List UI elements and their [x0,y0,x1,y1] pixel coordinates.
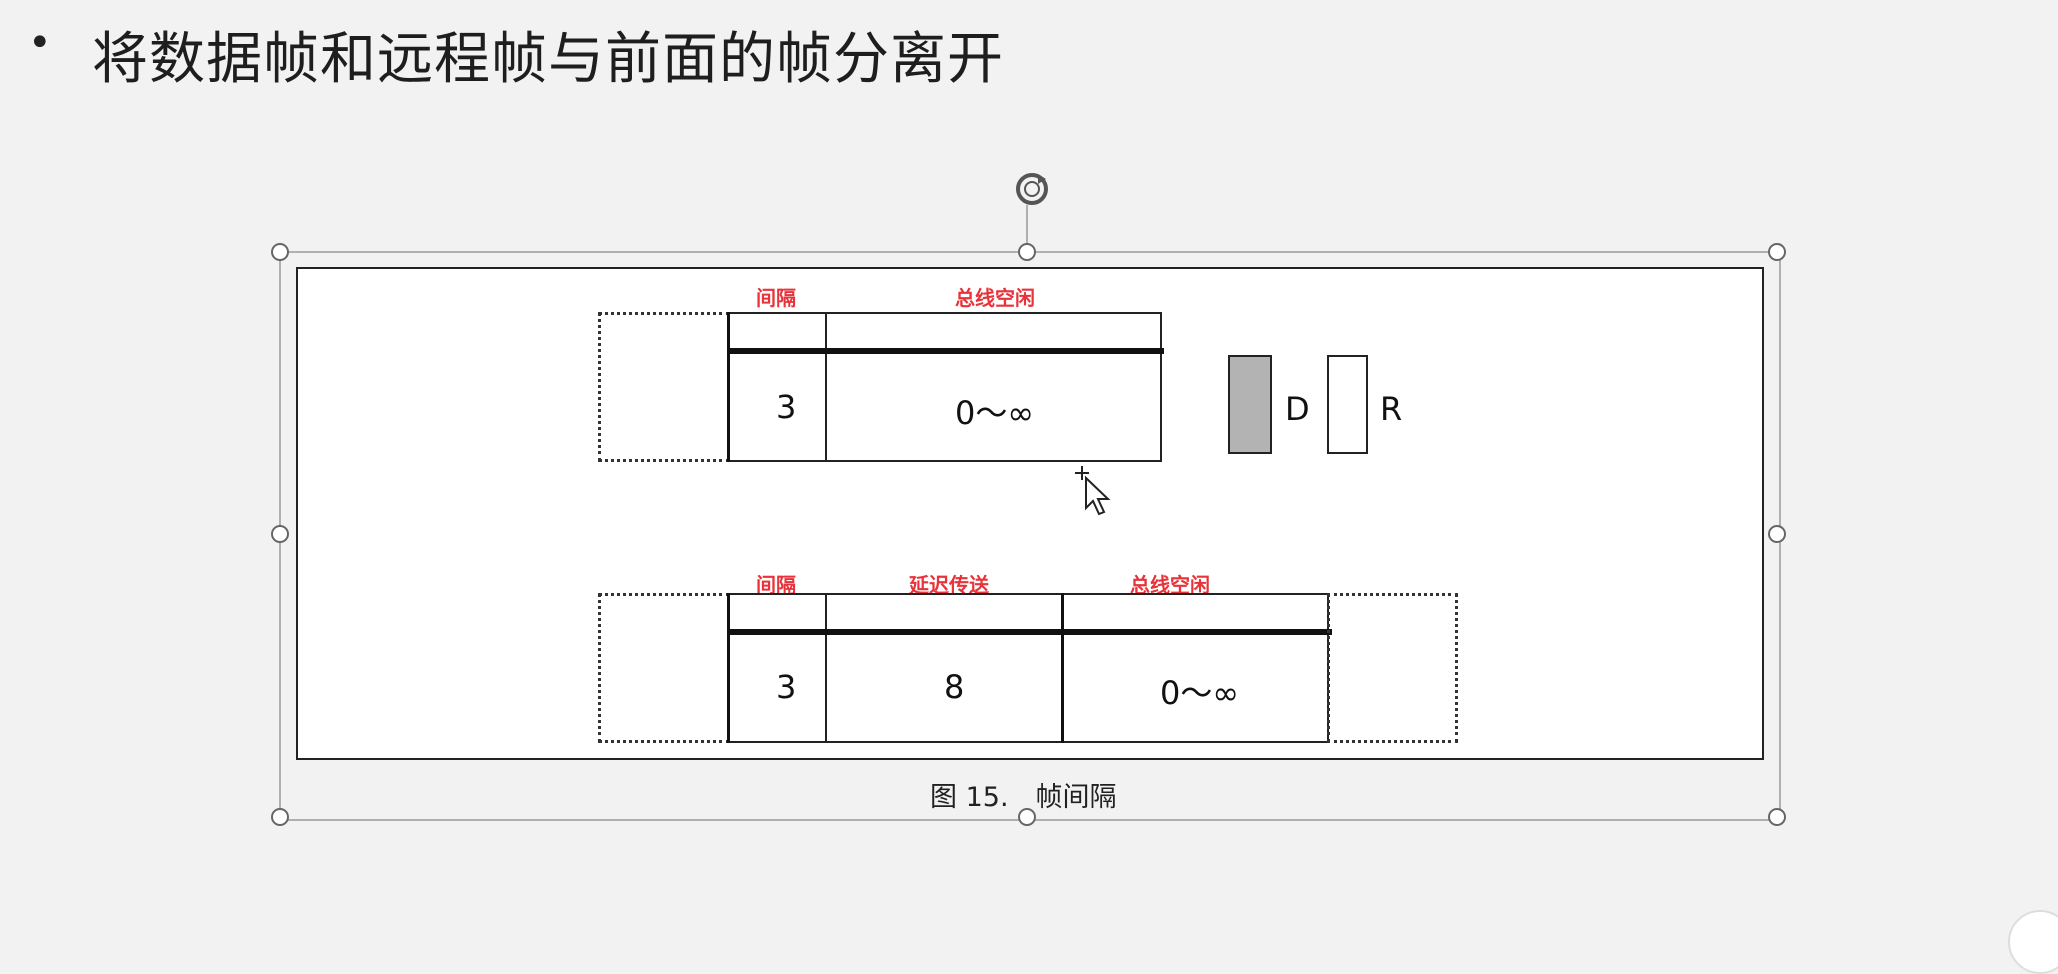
bottom-delay-value: 8 [944,668,964,706]
move-cursor-icon [1072,464,1112,520]
bottom-interval-divider [825,593,827,743]
resize-handle-top-center[interactable] [1018,243,1036,261]
remote-frame-legend-box [1327,355,1368,454]
bottom-bus-level-line [727,629,1332,635]
rotate-handle-icon[interactable] [1008,166,1056,212]
bottom-bus-idle-value: 0～∞ [1160,668,1239,714]
top-previous-frame [598,312,730,462]
figure-caption: 图 15. 帧间隔 [930,775,1117,814]
resize-handle-bottom-left[interactable] [271,808,289,826]
bottom-previous-frame [598,593,730,743]
bullet-point: • [28,20,52,66]
resize-handle-middle-left[interactable] [271,525,289,543]
top-interval-label: 间隔 [756,282,796,311]
bottom-block-left-edge [727,593,730,743]
top-bus-idle-label: 总线空闲 [955,282,1035,311]
resize-handle-top-right[interactable] [1768,243,1786,261]
resize-handle-bottom-right[interactable] [1768,808,1786,826]
resize-handle-top-left[interactable] [271,243,289,261]
resize-handle-middle-right[interactable] [1768,525,1786,543]
data-frame-legend-box [1228,355,1272,454]
top-bus-idle-value: 0～∞ [955,388,1034,434]
remote-frame-legend-label: R [1380,390,1402,428]
bottom-delay-divider [1061,593,1064,743]
slide-heading: 将数据帧和远程帧与前面的帧分离开 [92,14,1004,95]
top-block-left-edge [727,312,730,462]
bottom-interval-value: 3 [776,668,796,706]
data-frame-legend-label: D [1285,390,1310,428]
corner-decoration [2008,910,2058,974]
top-interval-value: 3 [776,388,796,426]
top-interval-divider [825,312,827,462]
top-interval-block [727,312,1162,462]
top-bus-level-line [727,348,1164,354]
bottom-next-frame [1327,593,1458,743]
